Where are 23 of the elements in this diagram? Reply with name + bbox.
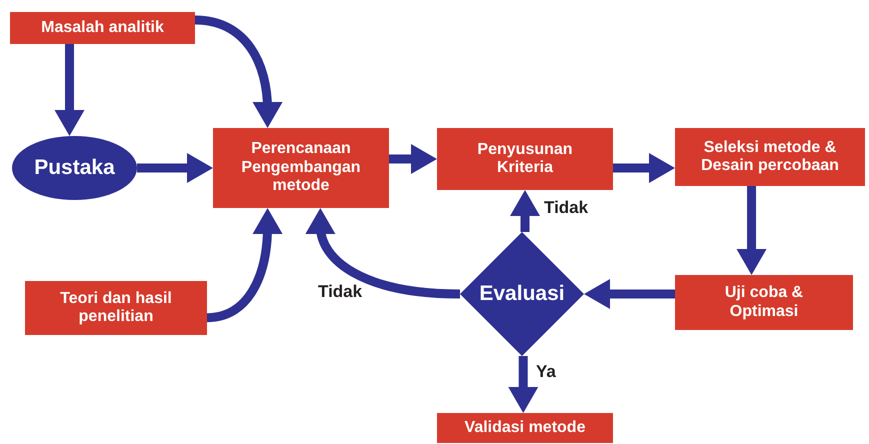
arrow <box>194 16 282 128</box>
arrow <box>736 186 767 275</box>
process-box: Perencanaan Pengembangan metode <box>213 128 389 208</box>
arrow <box>306 208 460 298</box>
process-box: Seleksi metode & Desain percobaan <box>675 128 865 186</box>
process-box: Validasi metode <box>437 413 613 443</box>
process-box: Masalah analitik <box>10 12 195 44</box>
process-box: Teori dan hasil penelitian <box>25 281 207 335</box>
arrow <box>54 44 84 136</box>
edge-label: Tidak <box>544 198 588 218</box>
process-box: Penyusunan Kriteria <box>437 128 613 190</box>
edge-label: Tidak <box>318 282 362 302</box>
arrow <box>137 153 213 183</box>
edge-label: Ya <box>536 362 556 382</box>
arrow <box>389 144 437 174</box>
arrow <box>206 208 282 322</box>
arrow <box>613 153 675 184</box>
arrow <box>510 190 540 232</box>
decision-label: Evaluasi <box>479 282 565 306</box>
process-box: Uji coba & Optimasi <box>675 275 853 330</box>
arrow <box>508 356 538 413</box>
terminal-ellipse: Pustaka <box>12 136 137 200</box>
arrow <box>584 279 675 309</box>
